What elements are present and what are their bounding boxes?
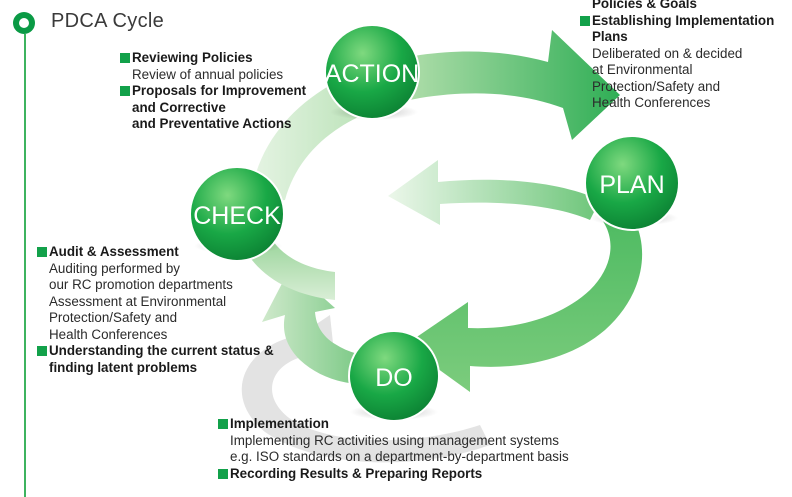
action-head2b: and Corrective	[132, 99, 226, 115]
plan-body4: Health Conferences	[592, 95, 711, 110]
node-do: DO	[348, 330, 440, 422]
do-body1: Implementing RC activities using managem…	[230, 432, 559, 448]
action-body1: Review of annual policies	[132, 66, 284, 82]
plan-head2b: Plans	[592, 29, 628, 44]
bullet-square-icon	[218, 419, 228, 429]
arrow-inner	[388, 160, 600, 225]
bullet-square-icon	[120, 86, 130, 96]
check-head2b: finding latent problems	[49, 359, 198, 375]
vertical-rule	[23, 34, 26, 497]
action-head2c: and Preventative Actions	[132, 116, 292, 131]
do-head2: Recording Results & Preparing Reports	[230, 465, 483, 481]
check-head2a: Understanding the current status &	[49, 343, 274, 358]
node-do-label: DO	[375, 364, 413, 392]
node-action-label: ACTION	[325, 60, 419, 88]
plan-body1: Deliberated on & decided	[592, 45, 743, 61]
bullet-square-icon	[120, 53, 130, 63]
bullet-square-icon	[37, 346, 47, 356]
node-check-label: CHECK	[193, 202, 281, 230]
action-head1: Reviewing Policies	[132, 50, 253, 65]
arrow-action-to-plan	[250, 30, 620, 205]
arrow-plan-to-do	[405, 195, 643, 392]
check-body1: Auditing performed by	[49, 260, 181, 276]
check-body4: Protection/Safety and	[49, 310, 178, 325]
action-block: Reviewing Policies Review of annual poli…	[120, 50, 306, 133]
arrow-do-to-check	[262, 268, 420, 385]
plan-body2: at Environmental	[592, 62, 693, 77]
page-title: PDCA Cycle	[51, 10, 165, 32]
check-body2: our RC promotion departments	[49, 277, 233, 292]
do-head1: Implementation	[230, 416, 329, 431]
do-block: Implementation Implementing RC activitie…	[218, 416, 569, 482]
bullet-square-icon	[37, 247, 47, 257]
node-plan: PLAN	[584, 135, 680, 231]
plan-head2a: Establishing Implementation	[592, 12, 775, 28]
action-head2a: Proposals for Improvement	[132, 83, 307, 98]
bullet-square-icon	[218, 468, 228, 479]
node-check: CHECK	[189, 166, 285, 262]
plan-block: Policies & Goals Establishing Implementa…	[580, 0, 774, 112]
plan-body3: Protection/Safety and	[592, 78, 721, 94]
check-head1: Audit & Assessment	[49, 244, 179, 259]
title-bullet-icon	[13, 12, 35, 34]
bullet-square-icon	[580, 15, 590, 26]
node-plan-label: PLAN	[599, 171, 664, 199]
check-body3: Assessment at Environmental	[49, 293, 227, 309]
do-body2: e.g. ISO standards on a department-by-de…	[230, 449, 569, 464]
plan-head1: Policies & Goals	[592, 0, 697, 11]
check-block: Audit & Assessment Auditing performed by…	[37, 244, 274, 376]
check-body5: Health Conferences	[49, 326, 168, 342]
node-action: ACTION	[324, 24, 420, 120]
